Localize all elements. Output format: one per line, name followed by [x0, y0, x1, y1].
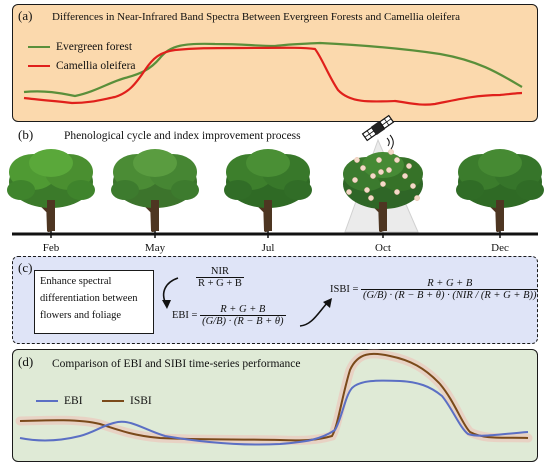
satellite-icon	[361, 114, 395, 142]
signal-waves-icon	[386, 134, 394, 150]
isbi-denominator: (G/B) · (R − B + θ) · (NIR / (R + G + B)…	[361, 289, 539, 301]
camellia-legend-swatch	[28, 65, 50, 67]
legend-camellia-oleifera: Camellia oleifera	[28, 60, 136, 72]
nir-numerator: NIR	[210, 266, 230, 277]
isbi-numerator: R + G + B	[427, 278, 473, 289]
isbi-formula: ISBI = R + G + B (G/B) · (R − B + θ) · (…	[330, 278, 539, 301]
evergreen-legend-label: Evergreen forest	[56, 41, 133, 53]
month-label-feb: Feb	[42, 242, 60, 254]
tree-icon-feb	[7, 149, 95, 232]
ebi-legend-label: EBI	[64, 395, 83, 407]
legend-evergreen-forest: Evergreen forest	[28, 41, 132, 53]
ebi-numerator: R + G + B	[220, 304, 266, 315]
tree-icon-oct-flowering	[343, 149, 423, 232]
month-label-jul: Jul	[261, 242, 275, 254]
panel-c-tag: (c)	[18, 260, 33, 275]
isbi-label: ISBI =	[330, 284, 359, 295]
month-label-may: May	[144, 242, 166, 254]
ebi-formula: EBI = R + G + B (G/B) · (R − B + θ)	[172, 304, 286, 327]
curved-arrow-right	[299, 301, 329, 327]
legend-ebi: EBI	[36, 395, 83, 407]
legend-isbi: ISBI	[102, 395, 152, 407]
isbi-curve	[19, 352, 529, 442]
tree-icon-jul	[224, 149, 312, 232]
panel-d	[12, 349, 538, 462]
tree-icon-may	[111, 149, 199, 232]
panel-b-tag: (b)	[18, 127, 34, 142]
ebi-legend-swatch	[36, 400, 58, 402]
isbi-legend-label: ISBI	[130, 395, 152, 407]
panel-b-title: Phenological cycle and index improvement…	[64, 130, 301, 142]
nir-ratio-formula: NIR R + G + B	[196, 266, 244, 289]
panel-a-title: Differences in Near-Infrared Band Spectr…	[52, 11, 461, 23]
tree-icon-dec	[456, 149, 544, 232]
camellia-legend-label: Camellia oleifera	[56, 60, 136, 72]
month-label-dec: Dec	[491, 242, 509, 254]
month-label-oct: Oct	[375, 242, 391, 254]
ebi-curve	[19, 379, 529, 446]
spectral-enhancement-note: Enhance spectral differentiation between…	[34, 270, 154, 334]
panel-a-tag: (a)	[18, 8, 33, 23]
nir-denominator: R + G + B	[196, 277, 244, 289]
flower-blossoms	[346, 149, 420, 201]
camellia-oleifera-curve	[23, 46, 523, 106]
timeline-ticks	[50, 230, 501, 238]
isbi-legend-swatch	[102, 400, 124, 402]
panel-a	[12, 4, 538, 122]
evergreen-legend-swatch	[28, 46, 50, 48]
panel-d-tag: (d)	[18, 354, 34, 369]
ebi-label: EBI =	[172, 310, 198, 321]
ebi-denominator: (G/B) · (R − B + θ)	[200, 315, 286, 327]
evergreen-forest-curve	[23, 41, 523, 98]
panel-d-title: Comparison of EBI and SIBI time-series p…	[52, 358, 301, 370]
